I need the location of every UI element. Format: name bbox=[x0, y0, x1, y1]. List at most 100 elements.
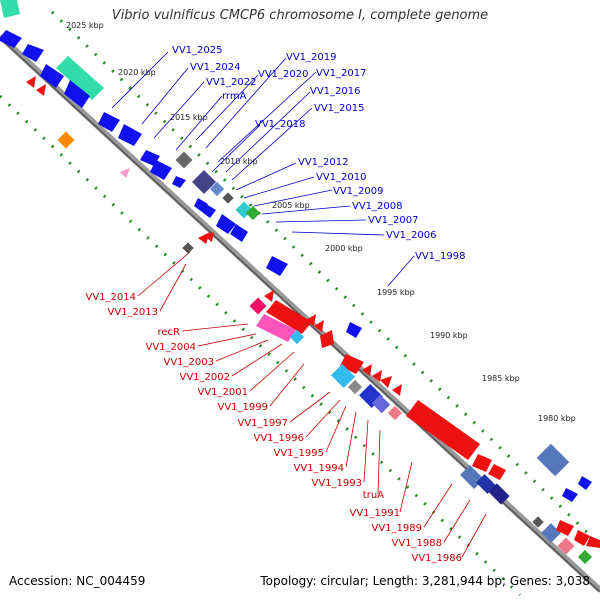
gene-feature bbox=[245, 205, 261, 221]
gene-label-vv1-2001: VV1_2001 bbox=[198, 387, 249, 398]
gene-label-vv1-2020: VV1_2020 bbox=[258, 69, 309, 80]
tick-label: 1985 kbp bbox=[482, 374, 520, 383]
gene-feature bbox=[330, 363, 356, 389]
gene-feature bbox=[557, 537, 575, 555]
gene-arrow bbox=[556, 520, 574, 536]
rrna-feature bbox=[56, 56, 104, 100]
gene-feature bbox=[536, 443, 570, 477]
rrna-feature bbox=[0, 0, 20, 18]
gene-arrow bbox=[320, 330, 334, 348]
map-title: Vibrio vulnificus CMCP6 chromosome I, co… bbox=[111, 8, 489, 23]
gene-arrow bbox=[40, 64, 64, 88]
gene-arrow bbox=[216, 214, 236, 234]
gene-arrow bbox=[230, 224, 248, 242]
tick-label: 2015 kbp bbox=[170, 113, 208, 122]
gene-feature bbox=[532, 516, 544, 528]
gene-arrow bbox=[306, 314, 316, 326]
gene-label-vv1-2013: VV1_2013 bbox=[108, 307, 159, 318]
gene-arrow bbox=[22, 44, 44, 62]
gene-arrow bbox=[118, 124, 142, 146]
outer-dotted-ring bbox=[50, 10, 600, 547]
gene-label-trua: truA bbox=[363, 490, 384, 501]
gene-arrow bbox=[472, 454, 492, 472]
gene-label-vv1-1986: VV1_1986 bbox=[412, 553, 463, 564]
reverse-leader-lines bbox=[137, 251, 487, 558]
gene-arrow bbox=[256, 314, 296, 342]
gene-label-vv1-1996: VV1_1996 bbox=[254, 433, 305, 444]
tick-label: 2000 kbp bbox=[325, 244, 363, 253]
gene-arrow bbox=[266, 300, 312, 334]
gene-label-vv1-2010: VV1_2010 bbox=[316, 172, 367, 183]
gene-arrow bbox=[64, 80, 90, 108]
gene-feature bbox=[488, 483, 510, 505]
gene-feature bbox=[192, 170, 216, 194]
gene-arrow bbox=[266, 256, 288, 276]
gene-feature bbox=[222, 192, 234, 204]
gene-arrow bbox=[362, 364, 372, 376]
gene-feature bbox=[347, 379, 363, 395]
gene-arrow bbox=[26, 76, 36, 88]
reverse-features bbox=[26, 76, 600, 565]
gene-label-vv1-2014: VV1_2014 bbox=[86, 292, 137, 303]
topology-text: Topology: circular; Length: 3,281,944 bp… bbox=[260, 574, 590, 588]
gene-feature bbox=[182, 242, 194, 254]
gene-arrow bbox=[574, 530, 590, 546]
gene-label-recr: recR bbox=[158, 327, 181, 338]
gene-label-vv1-2016: VV1_2016 bbox=[310, 86, 361, 97]
gene-label-vv1-2002: VV1_2002 bbox=[180, 372, 231, 383]
tick-label: 2025 kbp bbox=[66, 21, 104, 30]
gene-label-vv1-2003: VV1_2003 bbox=[164, 357, 215, 368]
gene-feature bbox=[175, 151, 193, 169]
gene-label-vv1-1991: VV1_1991 bbox=[350, 508, 401, 519]
gene-label-vv1-2004: VV1_2004 bbox=[146, 342, 197, 353]
gene-feature bbox=[371, 394, 391, 414]
reverse-labels: VV1_2014 VV1_2013 recR VV1_2004 VV1_2003… bbox=[86, 292, 463, 564]
gene-arrow bbox=[120, 168, 130, 178]
gene-label-vv1-1999: VV1_1999 bbox=[218, 402, 269, 413]
gene-arrow bbox=[372, 370, 382, 382]
gene-arrow bbox=[488, 464, 506, 480]
gene-label-vv1-1994: VV1_1994 bbox=[294, 463, 345, 474]
gene-feature bbox=[387, 405, 403, 421]
gene-arrow bbox=[406, 400, 480, 460]
inner-dotted-ring bbox=[0, 94, 522, 597]
gene-feature bbox=[249, 297, 267, 315]
tick-label: 1980 kbp bbox=[538, 414, 576, 423]
gene-arrow bbox=[392, 384, 402, 396]
tick-label: 2005 kbp bbox=[272, 201, 310, 210]
gene-arrow bbox=[380, 376, 392, 388]
tick-label: 2010 kbp bbox=[220, 157, 258, 166]
gene-label-vv1-1989: VV1_1989 bbox=[372, 523, 423, 534]
gene-feature bbox=[541, 523, 561, 543]
gene-label-vv1-2007: VV1_2007 bbox=[368, 215, 419, 226]
gene-arrow bbox=[562, 488, 578, 502]
gene-arrow bbox=[264, 290, 274, 302]
gene-arrow bbox=[204, 232, 214, 242]
gene-feature bbox=[57, 131, 75, 149]
gene-feature bbox=[476, 474, 496, 494]
gene-arrow bbox=[150, 160, 172, 180]
tick-labels: 2025 kbp 2020 kbp 2015 kbp 2010 kbp 2005… bbox=[66, 21, 576, 423]
gene-label-vv1-1988: VV1_1988 bbox=[392, 538, 443, 549]
gene-label-vv1-2024: VV1_2024 bbox=[190, 62, 241, 73]
gene-arrow bbox=[202, 204, 216, 218]
gene-label-vv1-1997: VV1_1997 bbox=[238, 418, 289, 429]
gene-arrow bbox=[578, 476, 592, 490]
gene-arrow bbox=[36, 84, 46, 96]
gene-feature bbox=[289, 329, 305, 345]
gene-label-vv1-2012: VV1_2012 bbox=[298, 157, 349, 168]
gene-label-vv1-2008: VV1_2008 bbox=[352, 201, 403, 212]
gene-label-vv1-2017: VV1_2017 bbox=[316, 68, 367, 79]
accession-text: Accession: NC_004459 bbox=[9, 574, 146, 588]
tick-label: 1990 kbp bbox=[430, 331, 468, 340]
gene-label-vv1-2022: VV1_2022 bbox=[206, 77, 257, 88]
gene-label-vv1-2019: VV1_2019 bbox=[286, 52, 337, 63]
gene-label-vv1-1993: VV1_1993 bbox=[312, 478, 363, 489]
gene-feature bbox=[209, 181, 225, 197]
forward-features bbox=[0, 0, 592, 543]
gene-label-rrma: rrmA bbox=[222, 91, 247, 102]
gene-label-vv1-2018: VV1_2018 bbox=[255, 119, 306, 130]
forward-leader-lines bbox=[111, 51, 415, 287]
gene-label-vv1-1998: VV1_1998 bbox=[415, 251, 466, 262]
